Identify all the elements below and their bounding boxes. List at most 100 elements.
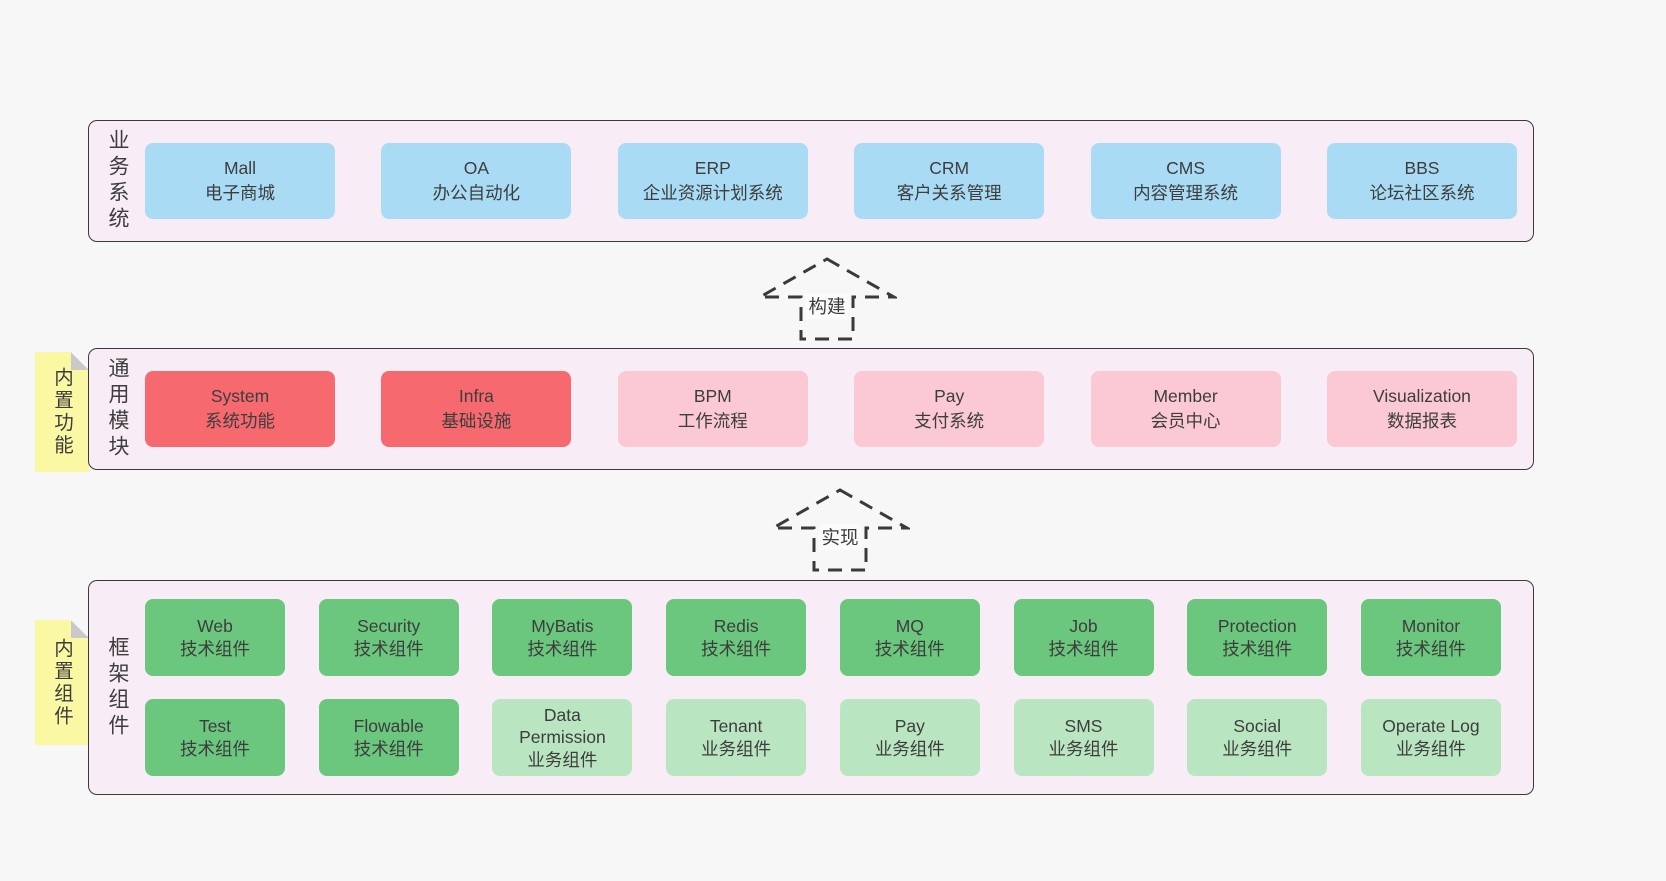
box-title: Social — [1233, 716, 1282, 737]
box-title: CRM — [929, 158, 970, 179]
sticky-note-built-in-functions: 内置功能 — [35, 352, 89, 472]
box-bbs: BBS 论坛社区系统 — [1326, 143, 1517, 219]
box-row: System 系统功能 Infra 基础设施 BPM 工作流程 Pay 支付系统 Member 会… — [145, 371, 1517, 447]
section-side-label: 框架组件 — [106, 635, 129, 740]
box-subtitle: 技术组件 — [874, 638, 945, 659]
sticky-note-built-in-components: 内置组件 — [35, 620, 89, 745]
box-title: ERP — [694, 158, 731, 179]
box-rows: Mall 电子商城 OA 办公自动化 ERP 企业资源计划系统 CRM 客户关系管理 CMS 内容… — [145, 121, 1517, 241]
box-subtitle: 客户关系管理 — [896, 183, 1002, 203]
box-title: Monitor — [1401, 616, 1461, 637]
box-title: Flowable — [353, 716, 424, 737]
section-side-label: 业务系统 — [106, 129, 129, 233]
box-title: BBS — [1404, 158, 1440, 179]
box-system: System 系统功能 — [145, 371, 335, 447]
box-bpm: BPM 工作流程 — [617, 371, 808, 447]
box-title: OA — [463, 158, 490, 179]
section-common-modules: 通用模块 System 系统功能 Infra 基础设施 BPM 工作流程 Pay 支付系统 Me… — [88, 348, 1534, 470]
box-subtitle: 业务组件 — [1395, 738, 1466, 759]
box-title: Mall — [223, 158, 257, 179]
box-visualization: Visualization 数据报表 — [1326, 371, 1517, 447]
folded-corner-icon — [71, 620, 89, 638]
box-subtitle: 系统功能 — [205, 411, 275, 431]
box-title: Pay — [934, 386, 965, 407]
box-subtitle: 内容管理系统 — [1133, 183, 1239, 203]
box-title: Redis — [713, 616, 759, 637]
up-arrow-icon — [770, 488, 910, 572]
folded-corner-icon — [71, 352, 89, 370]
box-title: Security — [357, 616, 421, 637]
box-subtitle: 业务组件 — [1222, 738, 1293, 759]
box-title: Infra — [458, 386, 494, 407]
section-business-systems: 业务系统 Mall 电子商城 OA 办公自动化 ERP 企业资源计划系统 CRM 客户关系管理… — [88, 120, 1534, 242]
sticky-note-label: 内置功能 — [50, 367, 73, 457]
box-subtitle: 技术组件 — [353, 638, 424, 659]
box-subtitle: 办公自动化 — [432, 183, 521, 203]
box-crm: CRM 客户关系管理 — [854, 143, 1045, 219]
box-subtitle: 技术组件 — [1222, 638, 1293, 659]
box-subtitle: 工作流程 — [677, 411, 748, 431]
box-subtitle: 支付系统 — [914, 411, 985, 431]
box-subtitle: 技术组件 — [1048, 638, 1119, 659]
box-erp: ERP 企业资源计划系统 — [617, 143, 808, 219]
box-title: BPM — [693, 386, 732, 407]
box-title: MQ — [895, 616, 924, 637]
box-pay: Pay 支付系统 — [854, 371, 1045, 447]
box-title: Test — [198, 716, 232, 737]
section-side-label: 通用模块 — [106, 357, 129, 461]
box-subtitle: 业务组件 — [701, 738, 772, 759]
box-subtitle: 业务组件 — [1048, 738, 1119, 759]
box-title: Data Permission — [519, 704, 606, 748]
box-subtitle: 技术组件 — [527, 638, 598, 659]
box-subtitle: 基础设施 — [441, 411, 512, 431]
sticky-note-label: 内置组件 — [50, 637, 73, 728]
box-subtitle: 技术组件 — [180, 738, 250, 759]
box-title: Pay — [894, 716, 925, 737]
box-subtitle: 业务组件 — [874, 738, 945, 759]
arrow-label: 构建 — [805, 293, 849, 319]
box-title: SMS — [1064, 716, 1103, 737]
up-arrow-icon — [757, 257, 897, 341]
box-subtitle: 论坛社区系统 — [1369, 183, 1475, 203]
box-title: Protection — [1217, 616, 1297, 637]
box-subtitle: 技术组件 — [180, 638, 250, 659]
box-infra: Infra 基础设施 — [381, 371, 572, 447]
box-title: Operate Log — [1382, 716, 1480, 737]
box-title: MyBatis — [531, 616, 594, 637]
box-subtitle: 电子商城 — [205, 183, 275, 203]
box-rows: System 系统功能 Infra 基础设施 BPM 工作流程 Pay 支付系统 Member 会… — [145, 349, 1517, 469]
box-subtitle: 数据报表 — [1386, 411, 1457, 431]
box-subtitle: 技术组件 — [701, 638, 772, 659]
box-subtitle: 企业资源计划系统 — [642, 183, 783, 203]
box-subtitle: 业务组件 — [527, 749, 598, 770]
box-title: Member — [1153, 386, 1218, 407]
box-title: Tenant — [709, 716, 763, 737]
box-subtitle: 技术组件 — [1395, 638, 1466, 659]
box-title: CMS — [1166, 158, 1205, 179]
arrow-implement: 实现 — [770, 487, 910, 573]
arrow-label: 实现 — [818, 524, 862, 550]
box-subtitle: 会员中心 — [1150, 411, 1221, 431]
box-title: System — [210, 386, 270, 407]
box-title: Visualization — [1372, 386, 1471, 407]
